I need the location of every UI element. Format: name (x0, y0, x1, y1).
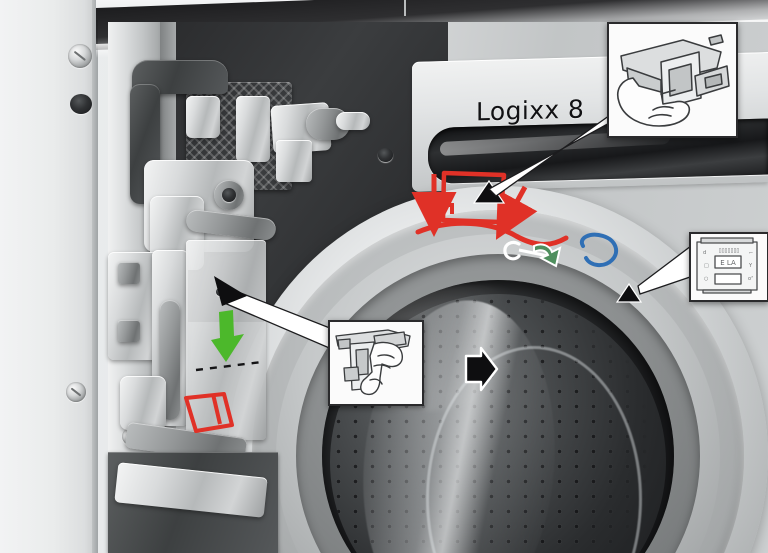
cabinet-left-edge (92, 0, 98, 553)
svg-text:o⁷: o⁷ (748, 276, 753, 282)
leader-line-top-right (487, 107, 621, 197)
latch-tab-upper (186, 96, 220, 138)
green-down-arrow (211, 310, 244, 362)
hole-upper-left (70, 94, 92, 114)
cabinet-seam (404, 0, 406, 16)
red-diagonal-arrow (495, 185, 538, 240)
cabinet-left-panel (0, 0, 96, 553)
bracket-slot-bottom (118, 320, 140, 342)
lock-pivot-hole (222, 188, 236, 202)
plate-text-line-2: E LA (720, 259, 736, 267)
leader-arrowhead-bottom-center (214, 276, 247, 306)
dashed-guide-line (195, 360, 263, 372)
inset-rating-plate: ▯▯▯▯▯▯▯ E LA d ⌐ □ Y ○ o⁷ (689, 232, 768, 302)
inset-hand-pulling-lock (328, 320, 424, 406)
black-triangle-marker-right (615, 282, 643, 303)
inset-hand-holding-latch (607, 22, 738, 138)
svg-text:Y: Y (748, 263, 753, 269)
red-curve-line (415, 220, 569, 247)
svg-text:d: d (703, 250, 706, 256)
screw-lower-left (66, 382, 86, 402)
svg-text:⌐: ⌐ (749, 250, 753, 256)
bracket-foot (120, 376, 166, 430)
lock-pin (336, 112, 370, 130)
red-rect-tick (211, 393, 222, 425)
red-highlight-rectangle (184, 392, 234, 433)
svg-text:□: □ (704, 263, 709, 269)
white-hook-arrow (503, 240, 521, 261)
svg-text:○: ○ (704, 276, 708, 282)
screw-top-left (68, 44, 92, 68)
latch-tab-mid (236, 96, 270, 162)
lock-bracket-right (276, 140, 312, 182)
hole-fascia-left (378, 148, 393, 162)
plate-text-line-1: ▯▯▯▯▯▯▯ (719, 248, 740, 254)
red-square-notch (445, 203, 454, 214)
black-right-arrow (464, 346, 499, 392)
blue-hook-line (579, 232, 619, 267)
green-wedge-arrow (533, 243, 562, 268)
leader-line-right (637, 244, 694, 295)
bracket-slot-top (118, 262, 140, 284)
